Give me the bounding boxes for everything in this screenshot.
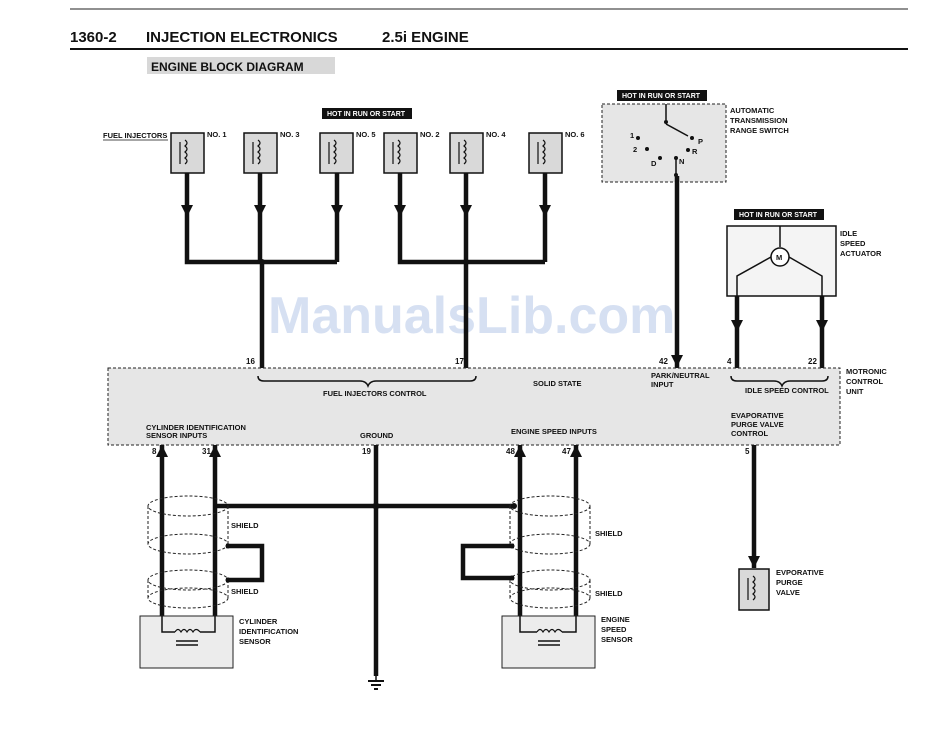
range-pos-r: R [692,147,698,156]
injectors-hot-text: HOT IN RUN OR START [327,111,406,118]
idle-speed-control-label: IDLE SPEED CONTROL [745,386,829,395]
shield-label-4: SHIELD [595,589,623,598]
pin-8: 8 [152,447,157,456]
evap-control-label-3: CONTROL [731,429,768,438]
pin-5: 5 [745,447,750,456]
pin-47: 47 [562,447,571,456]
cyl-inputs-label-1: CYLINDER IDENTIFICATION [146,423,246,432]
cyl-sensor-coil [161,616,216,646]
cyl-sensor-wiring [147,445,265,616]
injector-3-label: NO. 3 [280,130,300,139]
range-switch-label-1: AUTOMATIC [730,106,775,115]
speed-sensor-label-1: ENGINE [601,615,630,624]
evap-control-label-1: EVAPORATIVE [731,411,784,420]
pin-16: 16 [246,357,255,366]
cyl-sensor-label-3: SENSOR [239,637,271,646]
shield-label-3: SHIELD [595,529,623,538]
injector-4-label: NO. 4 [486,130,506,139]
pin-22: 22 [808,357,817,366]
fuel-injectors-control-label: FUEL INJECTORS CONTROL [323,389,427,398]
idle-actuator-label-1: IDLE [840,229,857,238]
idle-control-brace [730,375,829,389]
injector-1: NO. 1 [170,130,227,174]
idle-hot-tag [734,209,824,220]
trans-hot-text: HOT IN RUN OR START [622,93,701,100]
injector-4: NO. 4 [449,130,506,174]
shield-label-1: SHIELD [231,521,259,530]
evap-purge-valve [738,568,770,611]
pin-42: 42 [659,357,668,366]
injector-wiring [181,173,551,368]
motor-symbol: M [776,253,782,262]
subtitle-shade [147,57,335,74]
injector-1-label: NO. 1 [207,130,227,139]
pin-19: 19 [362,447,371,456]
injector-3: NO. 3 [243,130,300,174]
range-pos-d: D [651,159,657,168]
diagram-subtitle: ENGINE BLOCK DIAGRAM [151,60,304,74]
idle-actuator-label-3: ACTUATOR [840,249,882,258]
cyl-sensor-label-1: CYLINDER [239,617,278,626]
shield-label-2: SHIELD [231,587,259,596]
speed-sensor-label-2: SPEED [601,625,627,634]
range-pos-p: P [698,137,703,146]
injector-6: NO. 6 [528,130,585,174]
injector-6-label: NO. 6 [565,130,585,139]
control-unit-label-1: MOTRONIC [846,367,887,376]
range-pos-n: N [679,157,684,166]
range-pos-1: 1 [630,131,634,140]
ground-wiring [214,445,514,690]
injector-5-label: NO. 5 [356,130,376,139]
page-title: INJECTION ELECTRONICS [146,29,338,46]
pin-4: 4 [727,357,732,366]
section-number: 1360-2 [70,29,117,46]
injectors-hot-tag [322,108,412,119]
pin-31: 31 [202,447,211,456]
control-unit-label-3: UNIT [846,387,864,396]
speed-sensor-coil [519,616,577,646]
speed-sensor-label-3: SENSOR [601,635,633,644]
evap-valve-label-1: EVPORATIVE [776,568,824,577]
fuel-injectors-label: FUEL INJECTORS [103,131,167,140]
engine-label: 2.5i ENGINE [382,29,469,46]
idle-hot-text: HOT IN RUN OR START [739,212,818,219]
range-switch-label-2: TRANSMISSION [730,116,788,125]
solid-state-label: SOLID STATE [533,379,581,388]
engine-speed-inputs-label: ENGINE SPEED INPUTS [511,427,597,436]
injector-5: NO. 5 [319,130,376,174]
trans-hot-tag [617,90,707,101]
injector-2-label: NO. 2 [420,130,440,139]
range-switch-label-3: RANGE SWITCH [730,126,789,135]
range-switch-box [601,103,727,183]
idle-actuator-label-2: SPEED [840,239,866,248]
control-unit-label-2: CONTROL [846,377,883,386]
park-neutral-label-1: PARK/NEUTRAL [651,371,710,380]
speed-sensor-box [501,615,596,669]
pin-48: 48 [506,447,515,456]
watermark: ManualsLib.com [268,287,675,345]
cyl-sensor-box [139,615,234,669]
cyl-sensor-label-2: IDENTIFICATION [239,627,298,636]
evap-valve-label-3: VALVE [776,588,800,597]
park-neutral-label-2: INPUT [651,380,674,389]
idle-actuator-motor: M [736,226,823,296]
evap-control-label-2: PURGE VALVE [731,420,784,429]
fuel-control-brace [257,375,477,389]
range-pos-2: 2 [633,145,637,154]
ground-label: GROUND [360,431,394,440]
evap-valve-label-2: PURGE [776,578,803,587]
pin-17: 17 [455,357,464,366]
speed-sensor-wiring [460,445,591,616]
cyl-inputs-label-2: SENSOR INPUTS [146,431,207,440]
injector-2: NO. 2 [383,130,440,174]
